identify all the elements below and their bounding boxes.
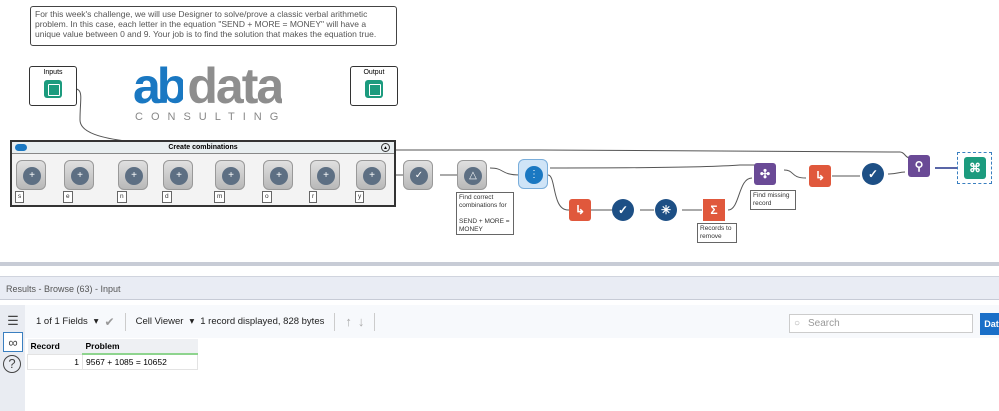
append-fields-tool[interactable]: +	[16, 160, 46, 190]
append-icon: +	[125, 167, 143, 185]
toolbar-divider	[374, 312, 376, 331]
find-replace-tool[interactable]: ⚲	[908, 155, 930, 177]
append-fields-tool[interactable]: +	[118, 160, 148, 190]
results-title: Results - Browse (63) - Input	[0, 276, 999, 300]
workflow-comment[interactable]: For this week's challenge, we will use D…	[30, 6, 397, 46]
checkmark-icon[interactable]: ✔	[104, 314, 115, 329]
toolbar-divider	[334, 312, 336, 331]
append-fields-tool[interactable]: +	[356, 160, 386, 190]
append-icon: +	[71, 167, 89, 185]
fields-dropdown[interactable]: 1 of 1 Fields	[36, 315, 88, 327]
collapse-icon[interactable]: ▲	[381, 143, 390, 152]
letter-annotation: d	[162, 191, 172, 203]
filter-annotation: Find correct combinations for SEND + MOR…	[456, 192, 514, 235]
join-tool[interactable]: ✣	[754, 163, 776, 185]
column-header-record[interactable]: Record	[27, 339, 83, 354]
letter-annotation: m	[214, 191, 226, 203]
append-icon: +	[317, 167, 335, 185]
list-view-icon[interactable]: ☰	[7, 313, 19, 328]
sort-tool[interactable]: ↳	[569, 199, 591, 221]
append-icon: +	[270, 167, 288, 185]
select-tool[interactable]: ✓	[612, 199, 634, 221]
letter-annotation: s	[15, 191, 25, 203]
column-header-problem[interactable]: Problem	[82, 339, 198, 355]
append-icon: +	[170, 167, 188, 185]
output-box[interactable]: Output	[350, 66, 398, 106]
letter-annotation: r	[309, 191, 318, 203]
summarize-annotation: Records to remove	[697, 223, 737, 243]
sort-tool-2[interactable]: ↳	[809, 165, 831, 187]
inputs-box[interactable]: Inputs	[29, 66, 77, 106]
inputs-label: Inputs	[43, 69, 63, 76]
checkmark-icon: ✓	[410, 167, 428, 185]
append-fields-tool[interactable]: +	[163, 160, 193, 190]
toolbar-divider	[124, 312, 126, 331]
problem-cell[interactable]: 9567 + 1085 = 10652	[82, 353, 198, 370]
select-tool-2[interactable]: ✓	[862, 163, 884, 185]
output-label: Output	[363, 69, 385, 76]
binoculars-icon[interactable]: ∞	[3, 332, 23, 352]
arrow-down-icon[interactable]: ↓	[357, 313, 365, 329]
append-fields-tool[interactable]: +	[263, 160, 293, 190]
transpose-tool[interactable]: ✳	[655, 199, 677, 221]
multirow-tool[interactable]: ⋮	[518, 159, 548, 189]
results-toolbar: 1 of 1 Fields ▾ ✔ Cell Viewer ▾ 1 record…	[25, 305, 999, 338]
append-fields-tool[interactable]: +	[64, 160, 94, 190]
container-toggle[interactable]	[15, 144, 27, 151]
results-sidebar: ☰ ∞ ?	[0, 305, 25, 411]
letter-annotation: y	[355, 191, 365, 203]
data-tab[interactable]: Data	[980, 313, 999, 335]
input-book-icon[interactable]	[44, 80, 62, 98]
binoculars-icon: ⌘	[964, 157, 986, 179]
record-status: 1 record displayed, 828 bytes	[200, 315, 325, 327]
append-fields-tool[interactable]: +	[310, 160, 340, 190]
pane-splitter[interactable]	[0, 262, 999, 266]
sample-tool[interactable]: ✓	[403, 160, 433, 190]
search-input[interactable]: ○ Search	[789, 314, 973, 333]
append-icon: +	[363, 167, 381, 185]
help-icon[interactable]: ?	[3, 355, 21, 373]
append-icon: +	[222, 167, 240, 185]
logo-ab: ab	[133, 64, 184, 108]
chevron-down-icon[interactable]: ▾	[93, 315, 99, 327]
logo-data: data	[187, 64, 283, 108]
container-title: Create combinations	[168, 144, 238, 151]
browse-tool-selected[interactable]: ⌘	[957, 152, 992, 184]
logo-consulting: CONSULTING	[135, 111, 287, 123]
append-icon: +	[23, 167, 41, 185]
arrow-up-icon[interactable]: ↑	[345, 313, 352, 329]
workflow-canvas[interactable]: For this week's challenge, we will use D…	[0, 0, 999, 262]
letter-annotation: o	[262, 191, 272, 203]
join-annotation: Find missing record	[750, 190, 796, 210]
output-book-icon[interactable]	[365, 80, 383, 98]
record-id-icon: ⋮	[525, 166, 543, 184]
record-cell: 1	[27, 353, 83, 370]
append-fields-tool[interactable]: +	[215, 160, 245, 190]
letter-annotation: n	[117, 191, 127, 203]
summarize-sigma-icon[interactable]: Σ	[703, 199, 725, 221]
filter-tool[interactable]: △	[457, 160, 487, 190]
letter-annotation: e	[63, 191, 73, 203]
cell-viewer-dropdown[interactable]: Cell Viewer	[135, 315, 184, 327]
search-placeholder: Search	[808, 318, 840, 329]
chevron-down-icon[interactable]: ▾	[189, 315, 195, 327]
search-icon: ○	[794, 318, 801, 329]
filter-triangle-icon: △	[464, 167, 482, 185]
